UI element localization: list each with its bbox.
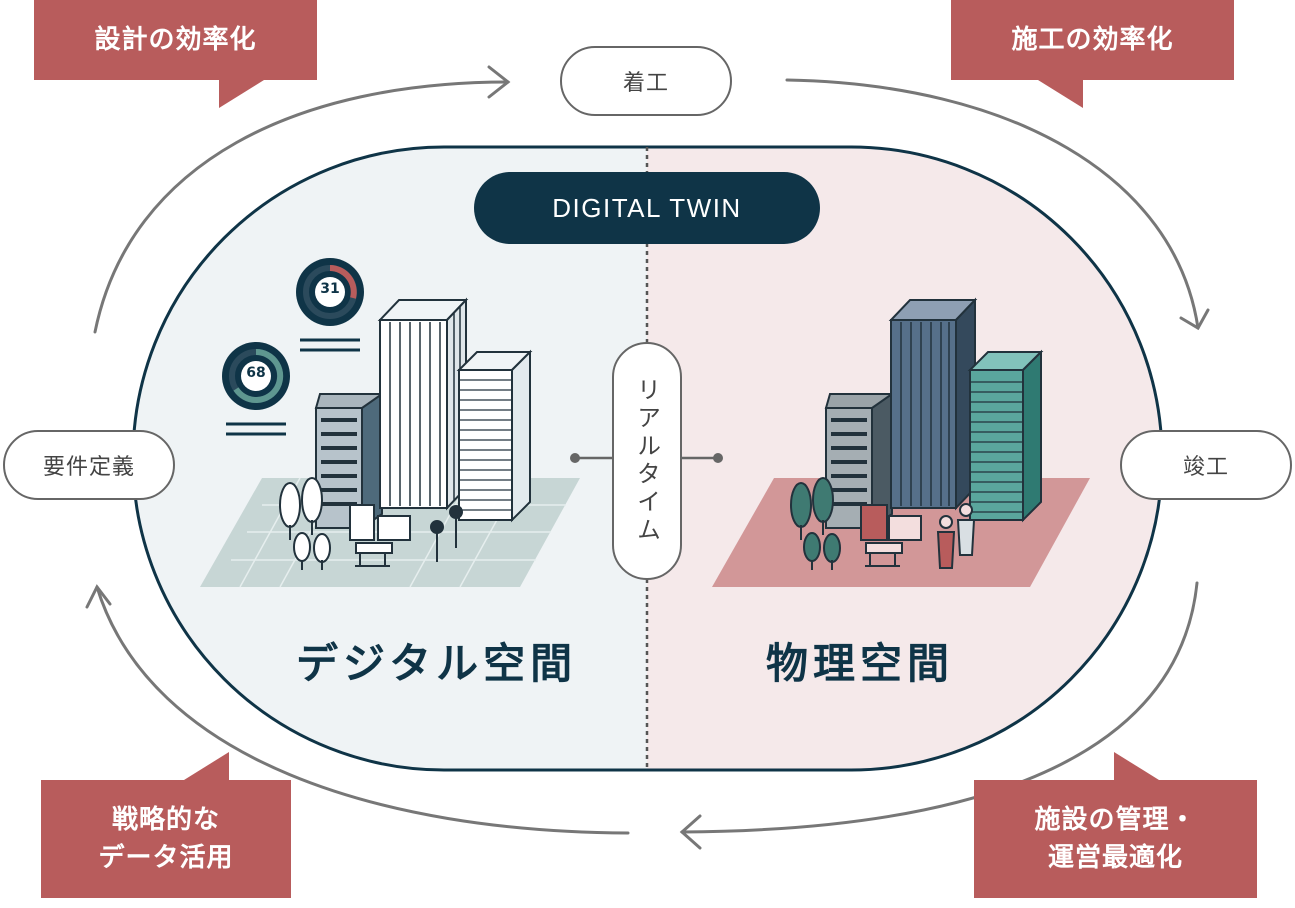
cycle-arrows <box>85 65 1210 850</box>
realtime-pill: リアルタイム <box>612 342 682 580</box>
gauge-lower-graphic <box>222 342 290 410</box>
callout-design: 設計の効率化 <box>34 0 317 108</box>
digital-twin-badge: DIGITAL TWIN <box>474 172 820 244</box>
arc-top-left <box>93 80 510 334</box>
stage-complete: 竣工 <box>1120 430 1292 500</box>
stage-start: 着工 <box>560 46 732 116</box>
gauge-value-upper: 31 <box>320 281 340 297</box>
arrow-head-bottom <box>679 814 702 850</box>
digital-city-illustration <box>200 258 580 588</box>
arrow-head-right <box>1179 308 1210 331</box>
callout-design-text: 設計の効率化 <box>94 25 257 55</box>
arrow-head-top <box>487 65 511 99</box>
arc-top-right <box>785 78 1200 330</box>
callout-facility-tail <box>1114 752 1159 780</box>
arc-bottom-left <box>95 585 630 835</box>
callout-construction: 施工の効率化 <box>951 0 1234 108</box>
gauge-upper-graphic <box>296 258 364 326</box>
callout-construction-tail <box>1038 80 1083 108</box>
physical-city-illustration <box>712 297 1090 587</box>
callout-data-text: 戦略的な データ活用 <box>98 805 234 873</box>
arc-bottom-right <box>680 581 1199 834</box>
physical-space-label: 物理空間 <box>766 639 955 688</box>
callout-design-tail <box>219 80 264 108</box>
callout-construction-text: 施工の効率化 <box>1011 25 1174 55</box>
callout-facility-text: 施設の管理・ 運営最適化 <box>1034 805 1197 873</box>
callout-data: 戦略的な データ活用 <box>41 752 291 898</box>
digital-space-label: デジタル空間 <box>296 639 578 688</box>
gauge-value-lower: 68 <box>246 365 266 381</box>
arrow-head-left <box>85 584 112 609</box>
stage-requirements: 要件定義 <box>3 430 175 500</box>
callout-data-tail <box>184 752 229 780</box>
callout-facility: 施設の管理・ 運営最適化 <box>974 752 1257 898</box>
